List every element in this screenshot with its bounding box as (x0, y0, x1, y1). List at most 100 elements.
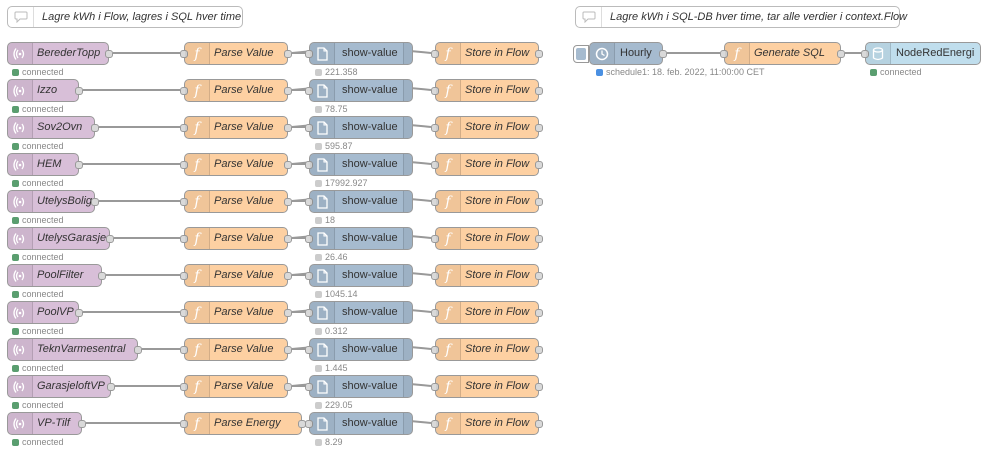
output-port[interactable] (284, 124, 292, 132)
input-port[interactable] (305, 272, 313, 280)
output-port[interactable] (75, 161, 83, 169)
debug-toggle-button[interactable] (403, 339, 412, 360)
function-node-parse[interactable]: f Parse Value (180, 338, 292, 361)
function-node-generate-sql[interactable]: f Generate SQL (720, 42, 845, 65)
function-node-parse[interactable]: f Parse Value (180, 153, 292, 176)
debug-node-show-value[interactable]: show-value (305, 338, 413, 361)
input-port[interactable] (431, 272, 439, 280)
function-node-store[interactable]: f Store in Flow (431, 375, 543, 398)
output-port[interactable] (91, 124, 99, 132)
function-node-parse[interactable]: f Parse Value (180, 116, 292, 139)
input-port[interactable] (180, 235, 188, 243)
output-port[interactable] (106, 235, 114, 243)
mqtt-in-node[interactable]: GarasjeloftVP (7, 375, 115, 398)
function-node-parse[interactable]: f Parse Value (180, 79, 292, 102)
debug-toggle-button[interactable] (403, 228, 412, 249)
output-port[interactable] (284, 235, 292, 243)
function-node-store[interactable]: f Store in Flow (431, 264, 543, 287)
input-port[interactable] (431, 235, 439, 243)
debug-toggle-button[interactable] (403, 117, 412, 138)
comment-node-left[interactable]: Lagre kWh i Flow, lagres i SQL hver time (7, 6, 243, 28)
input-port[interactable] (431, 87, 439, 95)
debug-node-show-value[interactable]: show-value (305, 412, 413, 435)
function-node-store[interactable]: f Store in Flow (431, 412, 543, 435)
output-port[interactable] (535, 309, 543, 317)
output-port[interactable] (535, 50, 543, 58)
input-port[interactable] (180, 50, 188, 58)
function-node-store[interactable]: f Store in Flow (431, 42, 543, 65)
comment-node-right[interactable]: Lagre kWh i SQL-DB hver time, tar alle v… (575, 6, 907, 28)
function-node-parse[interactable]: f Parse Value (180, 190, 292, 213)
output-port[interactable] (284, 309, 292, 317)
output-port[interactable] (284, 198, 292, 206)
input-port[interactable] (431, 50, 439, 58)
output-port[interactable] (75, 87, 83, 95)
mqtt-in-node[interactable]: PoolVP (7, 301, 83, 324)
input-port[interactable] (180, 346, 188, 354)
function-node-store[interactable]: f Store in Flow (431, 301, 543, 324)
input-port[interactable] (861, 50, 869, 58)
debug-node-show-value[interactable]: show-value (305, 116, 413, 139)
debug-node-show-value[interactable]: show-value (305, 264, 413, 287)
mqtt-in-node[interactable]: HEM (7, 153, 83, 176)
debug-toggle-button[interactable] (403, 154, 412, 175)
mqtt-in-node[interactable]: BerederTopp (7, 42, 113, 65)
output-port[interactable] (284, 50, 292, 58)
output-port[interactable] (535, 124, 543, 132)
input-port[interactable] (305, 383, 313, 391)
input-port[interactable] (431, 124, 439, 132)
mqtt-in-node[interactable]: Sov2Ovn (7, 116, 99, 139)
function-node-parse[interactable]: f Parse Value (180, 375, 292, 398)
debug-node-show-value[interactable]: show-value (305, 227, 413, 250)
mqtt-in-node[interactable]: PoolFilter (7, 264, 106, 287)
output-port[interactable] (284, 272, 292, 280)
debug-node-show-value[interactable]: show-value (305, 79, 413, 102)
function-node-store[interactable]: f Store in Flow (431, 153, 543, 176)
mqtt-in-node[interactable]: TeknVarmesentral (7, 338, 142, 361)
output-port[interactable] (535, 87, 543, 95)
function-node-parse[interactable]: f Parse Value (180, 301, 292, 324)
output-port[interactable] (535, 346, 543, 354)
function-node-parse[interactable]: f Parse Value (180, 264, 292, 287)
function-node-parse[interactable]: f Parse Energy (180, 412, 306, 435)
function-node-parse[interactable]: f Parse Value (180, 227, 292, 250)
input-port[interactable] (180, 87, 188, 95)
output-port[interactable] (659, 50, 667, 58)
mqtt-in-node[interactable]: VP-Tilf (7, 412, 86, 435)
debug-toggle-button[interactable] (403, 191, 412, 212)
output-port[interactable] (284, 346, 292, 354)
input-port[interactable] (305, 235, 313, 243)
input-port[interactable] (431, 420, 439, 428)
input-port[interactable] (720, 50, 728, 58)
input-port[interactable] (431, 161, 439, 169)
output-port[interactable] (535, 420, 543, 428)
input-port[interactable] (431, 198, 439, 206)
input-port[interactable] (431, 346, 439, 354)
input-port[interactable] (180, 420, 188, 428)
input-port[interactable] (180, 383, 188, 391)
mqtt-in-node[interactable]: Izzo (7, 79, 83, 102)
function-node-parse[interactable]: f Parse Value (180, 42, 292, 65)
debug-toggle-button[interactable] (403, 302, 412, 323)
function-node-store[interactable]: f Store in Flow (431, 116, 543, 139)
output-port[interactable] (535, 383, 543, 391)
input-port[interactable] (180, 272, 188, 280)
output-port[interactable] (535, 272, 543, 280)
output-port[interactable] (98, 272, 106, 280)
input-port[interactable] (305, 124, 313, 132)
input-port[interactable] (180, 309, 188, 317)
inject-node-hourly[interactable]: Hourly (573, 42, 667, 65)
debug-toggle-button[interactable] (403, 43, 412, 64)
debug-node-show-value[interactable]: show-value (305, 375, 413, 398)
output-port[interactable] (75, 309, 83, 317)
debug-node-show-value[interactable]: show-value (305, 301, 413, 324)
mqtt-in-node[interactable]: UtelysGarasje (7, 227, 114, 250)
input-port[interactable] (305, 309, 313, 317)
output-port[interactable] (535, 161, 543, 169)
input-port[interactable] (180, 161, 188, 169)
output-port[interactable] (78, 420, 86, 428)
output-port[interactable] (837, 50, 845, 58)
input-port[interactable] (180, 198, 188, 206)
input-port[interactable] (305, 420, 313, 428)
output-port[interactable] (107, 383, 115, 391)
